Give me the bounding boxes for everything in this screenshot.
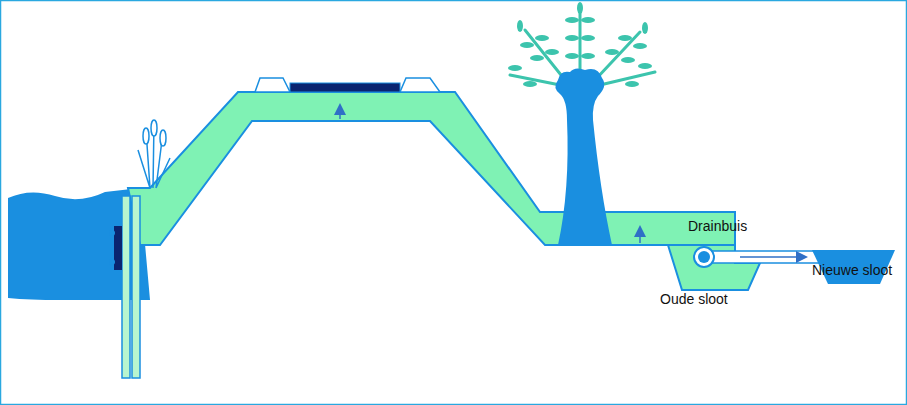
dike-body [128,92,735,245]
drain-pipe [712,251,820,263]
seal-plate [114,226,122,270]
sheet-pile [132,196,140,378]
ditch-label: Nieuwe sloot [812,262,892,279]
willow-tree [508,2,655,245]
reeds [138,120,170,188]
pipe-label: Drainbuis [688,218,747,235]
road [290,83,400,92]
sheet-pile [122,196,130,378]
new-ditch [812,250,895,284]
ditch-label: Oude sloot [660,291,728,308]
